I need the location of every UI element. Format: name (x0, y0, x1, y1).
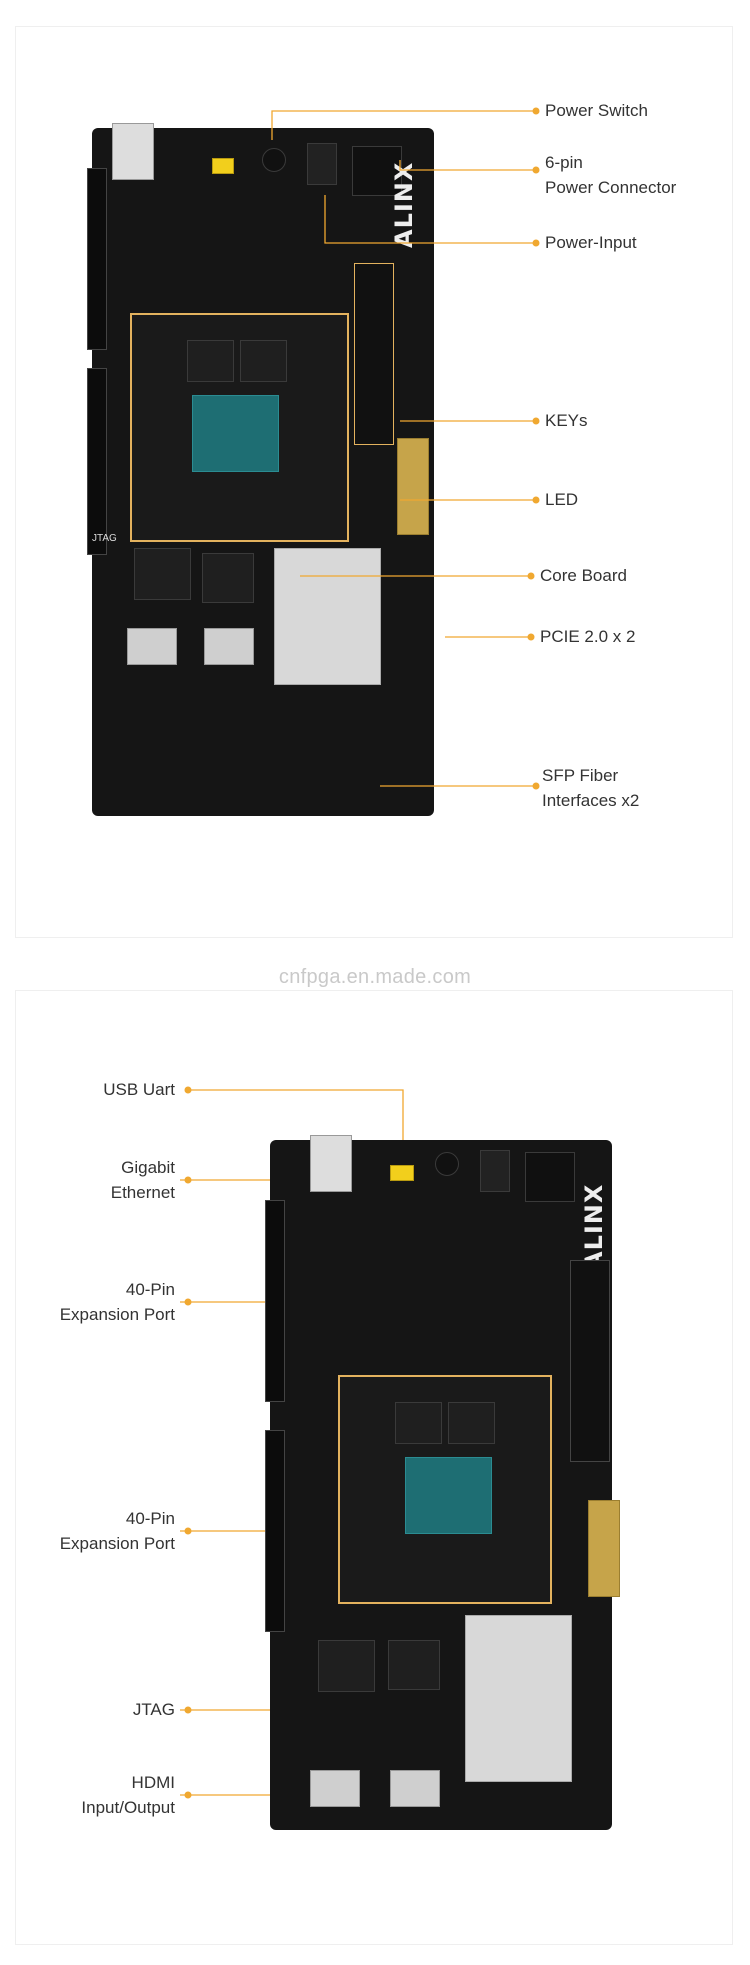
callout-led: LED (545, 490, 579, 509)
callout-jtag: JTAG (132, 1700, 175, 1719)
fpga-board-bottom-view: ALINX (265, 1135, 620, 1830)
expansion-header (87, 368, 107, 555)
hdmi-port (204, 628, 254, 665)
core-board (338, 1375, 552, 1604)
power-switch (262, 148, 286, 172)
callout-keys: KEYs (545, 411, 588, 430)
pcie-connector (397, 438, 429, 535)
callout-power-input: Power-Input (545, 233, 637, 252)
power-jack (480, 1150, 510, 1192)
power-connector-6pin (352, 146, 402, 196)
power-jack (307, 143, 337, 185)
board-logo: ALINX (580, 1183, 608, 1270)
ddr-chip (240, 340, 287, 382)
ddr-chip (187, 340, 234, 382)
callout-ethernet: Gigabit Ethernet (110, 1158, 175, 1202)
callout-sfp: SFP Fiber Interfaces x2 (542, 766, 640, 810)
usb-uart-port (212, 158, 234, 174)
key-array (570, 1260, 610, 1462)
sfp-cage (274, 548, 381, 685)
processor-chip (318, 1640, 375, 1692)
core-board (130, 313, 349, 542)
key-array (354, 263, 394, 445)
callout-expansion-port-2: 40-Pin Expansion Port (59, 1509, 175, 1553)
ethernet-port (112, 123, 154, 180)
fpga-chip (405, 1457, 492, 1534)
processor-chip (202, 553, 254, 603)
sfp-cage (465, 1615, 572, 1782)
ddr-chip (395, 1402, 442, 1444)
expansion-header (265, 1430, 285, 1632)
callout-power-connector: 6-pin Power Connector (545, 153, 677, 197)
callout-pcie: PCIE 2.0 x 2 (540, 627, 636, 646)
callout-power-switch: Power Switch (545, 101, 648, 120)
fpga-chip (192, 395, 279, 472)
pcie-connector (588, 1500, 620, 1597)
callout-usb-uart: USB Uart (103, 1080, 175, 1099)
processor-chip (388, 1640, 440, 1690)
ethernet-port (310, 1135, 352, 1192)
usb-uart-port (390, 1165, 414, 1181)
callout-expansion-port-1: 40-Pin Expansion Port (59, 1280, 175, 1324)
callout-core-board: Core Board (540, 566, 627, 585)
power-switch (435, 1152, 459, 1176)
hdmi-port (390, 1770, 440, 1807)
expansion-header (265, 1200, 285, 1402)
power-connector-6pin (525, 1152, 575, 1202)
watermark: cnfpga.en.made.com (278, 966, 472, 988)
expansion-header (87, 168, 107, 350)
jtag-label: JTAG (92, 533, 117, 544)
processor-chip (134, 548, 191, 600)
ddr-chip (448, 1402, 495, 1444)
callout-hdmi: HDMI Input/Output (81, 1773, 175, 1817)
hdmi-port (127, 628, 177, 665)
hdmi-port (310, 1770, 360, 1807)
